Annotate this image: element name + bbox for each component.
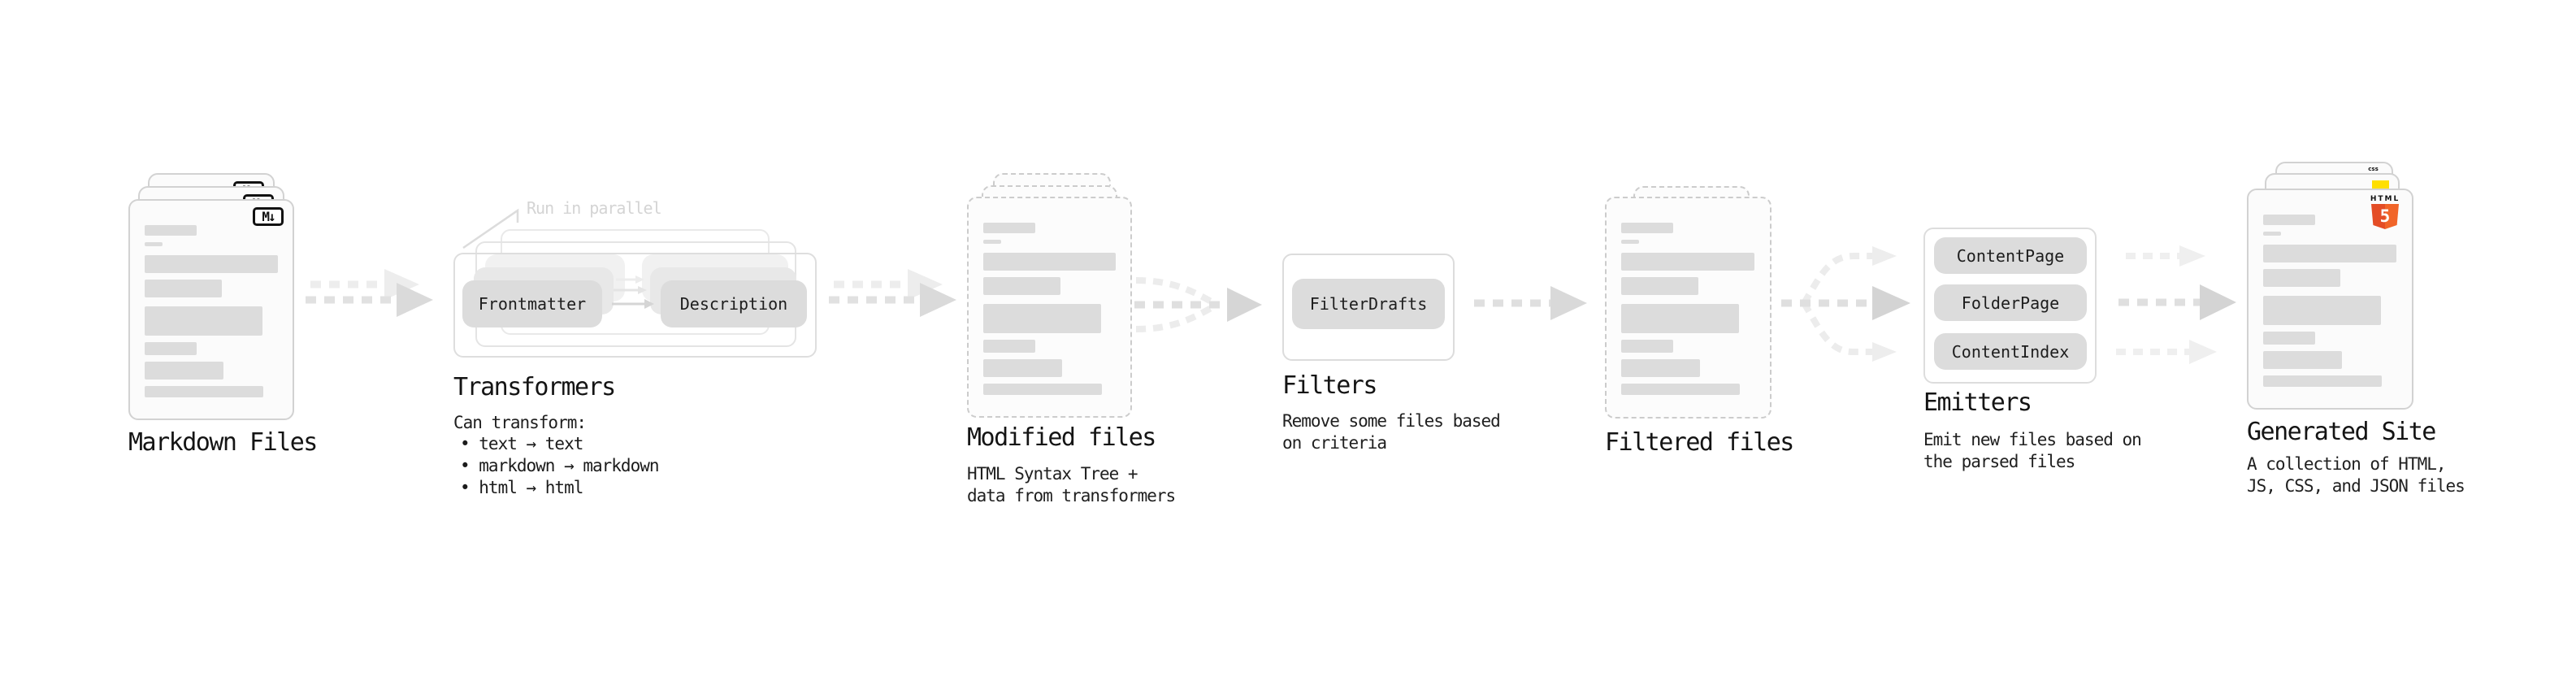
filters-box: [1282, 254, 1455, 361]
bullet-item: • text → text: [460, 434, 583, 453]
flow-arrow-transformers-to-modified: [829, 269, 956, 317]
filtered-file-card-front: [1605, 197, 1772, 419]
document-placeholder-lines: [1607, 198, 1754, 395]
document-placeholder-lines: [2249, 190, 2396, 387]
transformer-frontmatter-node: Frontmatter: [462, 280, 602, 327]
markdown-files-title: Markdown Files: [128, 428, 318, 457]
markdown-icon: M↓: [253, 207, 284, 226]
site-file-card-front: HTML 5: [2247, 189, 2413, 410]
html5-icon-number: 5: [2379, 206, 2391, 226]
html5-icon-label: HTML: [2370, 195, 2400, 203]
flow-arrow-filters-to-filtered: [1474, 286, 1587, 320]
markdown-file-card-front: M↓: [128, 199, 294, 420]
document-placeholder-lines: [130, 201, 278, 397]
html5-icon-shield: 5: [2371, 204, 2399, 229]
transformer-description-node: Description: [661, 280, 807, 327]
parallel-arrows-icon: [612, 275, 654, 309]
flow-arrow-filtered-to-emitters: [1781, 246, 1910, 362]
filters-title: Filters: [1282, 371, 1377, 400]
generated-site-subtitle: A collection of HTML, JS, CSS, and JSON …: [2247, 454, 2465, 496]
filtered-files-title: Filtered files: [1605, 428, 1794, 457]
bullet-item: • html → html: [460, 478, 583, 497]
transformers-heading: Can transform:: [453, 413, 587, 432]
flow-arrows-emitters-to-site: [2116, 245, 2236, 364]
emitter-content-index-node: ContentIndex: [1934, 333, 2087, 370]
generated-site-title: Generated Site: [2247, 418, 2436, 446]
emitters-subtitle: Emit new files based on the parsed files: [1923, 430, 2142, 471]
filters-subtitle: Remove some files based on criteria: [1282, 411, 1501, 453]
css-icon-label: css: [2368, 166, 2379, 172]
bullet-item: • markdown → markdown: [460, 456, 660, 475]
transformer-box-front: [453, 253, 817, 358]
flow-arrow-markdown-to-transformers: [306, 269, 433, 317]
emitters-title: Emitters: [1923, 388, 2032, 417]
run-in-parallel-label: Run in parallel: [527, 198, 662, 218]
javascript-file-icon: [2372, 180, 2389, 189]
document-placeholder-lines: [969, 198, 1116, 395]
html5-file-icon: HTML 5: [2367, 195, 2403, 229]
filter-drafts-node: FilterDrafts: [1292, 279, 1445, 329]
emitter-folder-page-node: FolderPage: [1934, 284, 2087, 321]
transformers-title: Transformers: [453, 373, 616, 401]
modified-files-title: Modified files: [967, 423, 1156, 452]
modified-file-card-front: [967, 197, 1132, 418]
emitter-content-page-node: ContentPage: [1934, 237, 2087, 274]
emitters-box: [1923, 228, 2097, 384]
modified-files-subtitle: HTML Syntax Tree + data from transformer…: [967, 464, 1176, 505]
flow-arrow-modified-to-filters: [1134, 277, 1262, 332]
callout-line: [462, 208, 519, 249]
transformers-bullet-list: • text → text • markdown → markdown • ht…: [460, 433, 660, 499]
